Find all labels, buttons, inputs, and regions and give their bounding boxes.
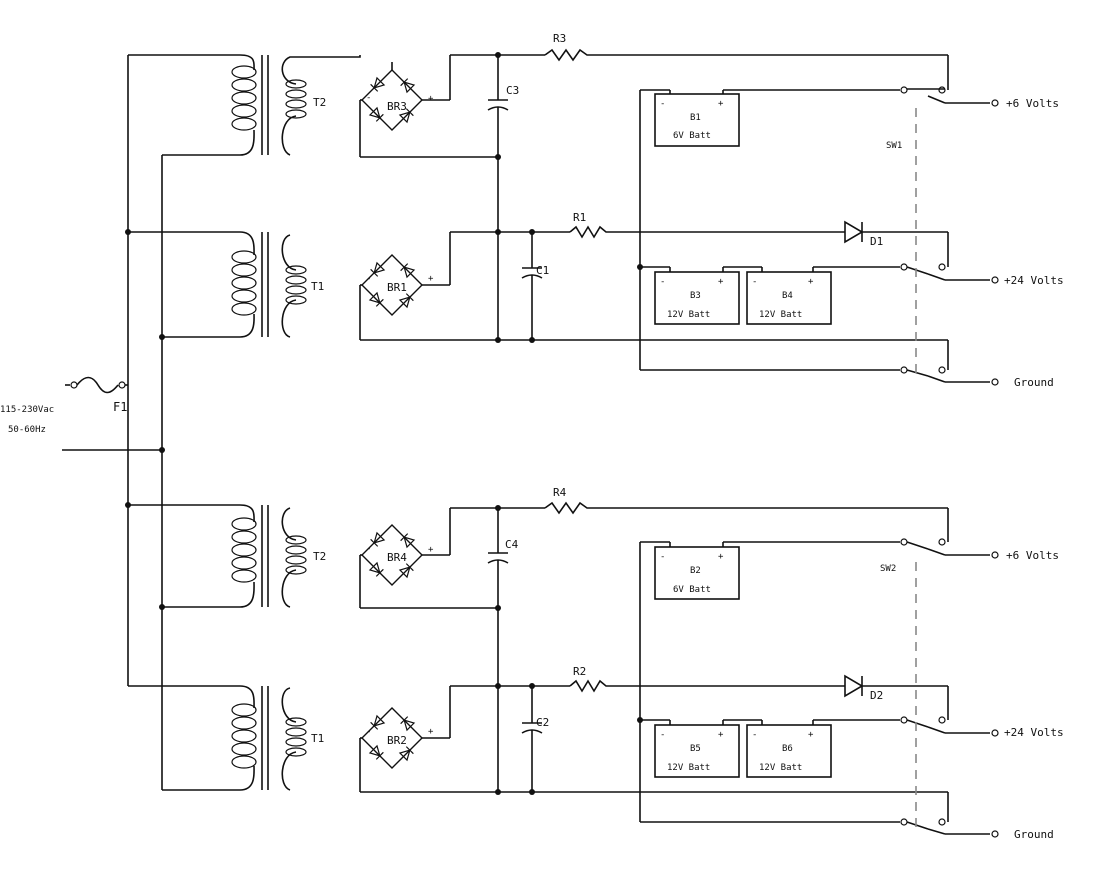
bridge-br4-label: BR4 bbox=[387, 551, 407, 564]
battery-b3-type: 12V Batt bbox=[667, 310, 710, 320]
capacitor-c2-label: C2 bbox=[536, 716, 549, 729]
battery-b4-type: 12V Batt bbox=[759, 310, 802, 320]
battery-b3 bbox=[654, 271, 740, 325]
battery-b1 bbox=[654, 93, 740, 147]
b3-plus: + bbox=[718, 277, 724, 287]
b6-plus: + bbox=[808, 730, 814, 740]
b1-minus: - bbox=[660, 99, 665, 109]
b5-plus: + bbox=[718, 730, 724, 740]
battery-b4 bbox=[746, 271, 832, 325]
b6-minus: - bbox=[752, 730, 757, 740]
battery-b5-label: B5 bbox=[690, 744, 701, 754]
lower-supply: T2 BR4 - + C4 R4 - + B2 6 bbox=[128, 486, 1064, 841]
output-6v-lower: +6 Volts bbox=[1006, 549, 1059, 562]
bridge-br1-label: BR1 bbox=[387, 281, 407, 294]
battery-b2-type: 6V Batt bbox=[673, 585, 711, 595]
input-voltage-label: 115-230Vac bbox=[0, 405, 54, 415]
b1-plus: + bbox=[718, 99, 724, 109]
output-ground-upper: Ground bbox=[1014, 376, 1054, 389]
battery-b6-type: 12V Batt bbox=[759, 763, 802, 773]
battery-b5 bbox=[654, 724, 740, 778]
transformer-t1-label: T1 bbox=[311, 280, 324, 293]
transformer-t2-label: T2 bbox=[313, 96, 326, 109]
bridge-br3-label: BR3 bbox=[387, 100, 407, 113]
transformer-t1-lower-label: T1 bbox=[311, 732, 324, 745]
b2-minus: - bbox=[660, 552, 665, 562]
capacitor-c1-label: C1 bbox=[536, 264, 549, 277]
output-24v-upper: +24 Volts bbox=[1004, 274, 1064, 287]
transformer-t2-lower-label: T2 bbox=[313, 550, 326, 563]
resistor-r3-label: R3 bbox=[553, 32, 566, 45]
resistor-r1-label: R1 bbox=[573, 211, 586, 224]
br1-plus: + bbox=[428, 274, 434, 284]
battery-b4-label: B4 bbox=[782, 291, 793, 301]
battery-b2-label: B2 bbox=[690, 566, 701, 576]
br2-minus: - bbox=[366, 727, 371, 737]
output-24v-lower: +24 Volts bbox=[1004, 726, 1064, 739]
br4-minus: - bbox=[366, 544, 371, 554]
b5-minus: - bbox=[660, 730, 665, 740]
br4-plus: + bbox=[428, 545, 434, 555]
output-ground-lower: Ground bbox=[1014, 828, 1054, 841]
mains-input: F1 115-230Vac 50-60Hz bbox=[0, 376, 162, 451]
battery-b3-label: B3 bbox=[690, 291, 701, 301]
battery-b2 bbox=[654, 546, 740, 600]
diode-d1-label: D1 bbox=[870, 235, 883, 248]
capacitor-c3-label: C3 bbox=[506, 84, 519, 97]
capacitor-c4-label: C4 bbox=[505, 538, 519, 551]
switch-sw1-label: SW1 bbox=[886, 141, 902, 151]
battery-b6 bbox=[746, 724, 832, 778]
battery-b5-type: 12V Batt bbox=[667, 763, 710, 773]
battery-b1-type: 6V Batt bbox=[673, 131, 711, 141]
input-frequency-label: 50-60Hz bbox=[8, 425, 46, 435]
fuse-label: F1 bbox=[113, 400, 127, 414]
resistor-r2-label: R2 bbox=[573, 665, 586, 678]
b2-plus: + bbox=[718, 552, 724, 562]
br3-minus: - bbox=[366, 93, 371, 103]
output-6v-upper: +6 Volts bbox=[1006, 97, 1059, 110]
b4-minus: - bbox=[752, 277, 757, 287]
b3-minus: - bbox=[660, 277, 665, 287]
resistor-r4-label: R4 bbox=[553, 486, 567, 499]
b4-plus: + bbox=[808, 277, 814, 287]
bridge-br2-label: BR2 bbox=[387, 734, 407, 747]
br3-plus: + bbox=[428, 94, 434, 104]
diode-d2-label: D2 bbox=[870, 689, 883, 702]
upper-supply: T2 BR3 - + C3 R3 - + B1 bbox=[128, 32, 1064, 389]
switch-sw2-label: SW2 bbox=[880, 564, 896, 574]
br1-minus: - bbox=[366, 274, 371, 284]
battery-b6-label: B6 bbox=[782, 744, 793, 754]
battery-b1-label: B1 bbox=[690, 113, 701, 123]
br2-plus: + bbox=[428, 727, 434, 737]
